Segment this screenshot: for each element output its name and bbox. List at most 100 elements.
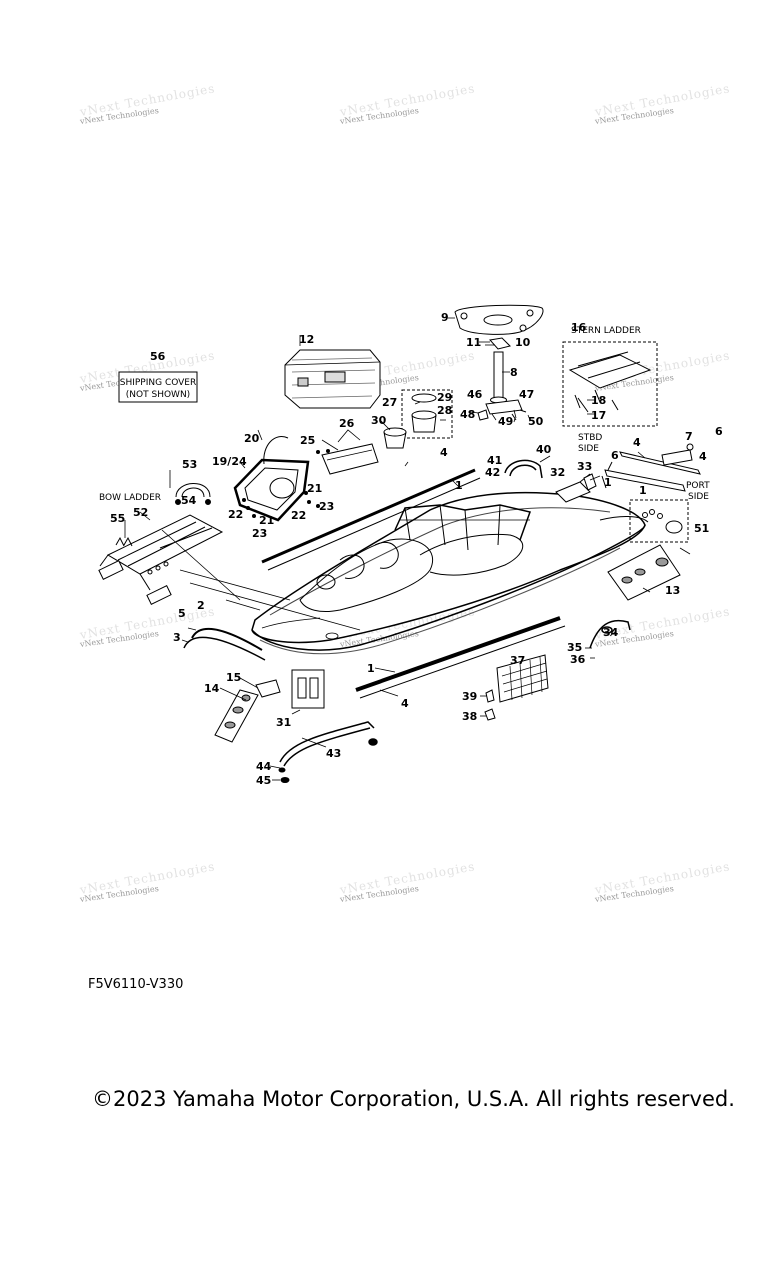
- part-12-cooler: [284, 349, 381, 409]
- callout-4d: 4: [401, 697, 409, 710]
- part-46-47-base: [485, 399, 523, 421]
- part-37-net: [496, 654, 549, 703]
- callout-47: 47: [519, 388, 534, 401]
- callout-48: 48: [460, 408, 475, 421]
- part-31-fitting: [291, 669, 325, 709]
- callout-12: 12: [299, 333, 314, 346]
- leader-lines: [124, 317, 691, 781]
- diagram-code: F5V6110-V330: [88, 977, 184, 992]
- port-side-label-1: PORT: [686, 481, 710, 491]
- callout-1d: 1: [367, 662, 375, 675]
- part-27-29-cupholder: [401, 389, 453, 439]
- part-9-plate: [454, 304, 544, 335]
- part-34-rail: [589, 619, 631, 649]
- callout-17: 17: [591, 409, 606, 422]
- part-20-cable: [263, 436, 289, 465]
- shipping-cover-line1: SHIPPING COVER: [120, 378, 197, 388]
- callout-4b: 4: [633, 436, 641, 449]
- callout-34: 34: [603, 626, 619, 639]
- callout-1c: 1: [639, 484, 647, 497]
- part-19-hatch: [233, 458, 310, 522]
- part-14-plate: [214, 689, 259, 743]
- callout-32: 32: [550, 466, 565, 479]
- callout-9: 9: [441, 311, 449, 324]
- callout-21a: 21: [307, 482, 322, 495]
- callout-6b: 6: [611, 449, 619, 462]
- part-25-26-tray: [321, 429, 379, 475]
- part-13-plate: [607, 544, 681, 601]
- callout-1b: 1: [604, 476, 612, 489]
- stbd-side-label-1: STBD: [578, 433, 602, 443]
- stbd-side-label-2: SIDE: [578, 444, 599, 454]
- callout-20: 20: [244, 432, 260, 445]
- callout-21b: 21: [259, 514, 274, 527]
- callout-3: 3: [173, 631, 181, 644]
- callout-4c: 4: [699, 450, 707, 463]
- callout-1a: 1: [455, 479, 463, 492]
- bow-ladder-label: BOW LADDER: [99, 493, 161, 503]
- callout-25: 25: [300, 434, 315, 447]
- callout-38: 38: [462, 710, 477, 723]
- callout-7: 7: [685, 430, 693, 443]
- part-30-cup: [383, 427, 407, 449]
- callout-31: 31: [276, 716, 291, 729]
- callout-55: 55: [110, 512, 125, 525]
- callout-26: 26: [339, 417, 355, 430]
- part-port-rail: [604, 461, 686, 492]
- fasteners-21-23: [242, 449, 330, 518]
- port-side-label-2: SIDE: [688, 492, 709, 502]
- shipping-cover-note: SHIPPING COVER (NOT SHOWN): [118, 371, 198, 403]
- callout-52: 52: [133, 506, 148, 519]
- callout-22b: 22: [228, 508, 243, 521]
- callout-46: 46: [467, 388, 483, 401]
- callout-19-24: 19/24: [212, 455, 247, 468]
- callout-23b: 23: [252, 527, 267, 540]
- callout-27: 27: [382, 396, 397, 409]
- callout-15: 15: [226, 671, 241, 684]
- callout-51: 51: [694, 522, 709, 535]
- part-55-clips: [115, 536, 133, 547]
- callout-56: 56: [150, 350, 166, 363]
- callout-18: 18: [591, 394, 606, 407]
- part-15-cleat: [255, 679, 281, 698]
- callout-28: 28: [437, 404, 452, 417]
- part-stbd-rail: [619, 443, 701, 475]
- callout-13: 13: [665, 584, 680, 597]
- part-33-bracket: [583, 473, 607, 491]
- callout-39: 39: [462, 690, 477, 703]
- callout-5: 5: [178, 607, 186, 620]
- callout-50: 50: [528, 415, 544, 428]
- rub-rails: [183, 468, 566, 699]
- callout-22a: 22: [291, 509, 306, 522]
- callout-2: 2: [197, 599, 205, 612]
- callout-41: 41: [487, 454, 502, 467]
- callout-53: 53: [182, 458, 197, 471]
- callout-49: 49: [498, 415, 513, 428]
- part-52-bow-ladder: [98, 514, 224, 605]
- callout-33: 33: [577, 460, 592, 473]
- callout-43: 43: [326, 747, 341, 760]
- part-38-39-clips: [484, 689, 496, 721]
- callout-40: 40: [536, 443, 552, 456]
- callout-44: 44: [256, 760, 272, 773]
- callout-8: 8: [510, 366, 518, 379]
- stern-ladder-label: STERN LADDER: [571, 326, 641, 336]
- part-10-11-cap: [485, 337, 511, 350]
- part-8-pedestal: [490, 351, 507, 404]
- callout-37: 37: [510, 654, 525, 667]
- part-51-hardware: [629, 499, 689, 543]
- callout-23a: 23: [319, 500, 334, 513]
- part-44-45-fasteners: [278, 767, 290, 783]
- callout-36: 36: [570, 653, 586, 666]
- shipping-cover-line2: (NOT SHOWN): [126, 390, 190, 400]
- part-40-rail: [504, 459, 543, 479]
- callout-35: 35: [567, 641, 582, 654]
- callout-11: 11: [466, 336, 481, 349]
- callout-numbers: 56 9 11 10 8 12 16 18 17 27 29 28 30 26 …: [110, 311, 723, 787]
- callout-4a: 4: [440, 446, 448, 459]
- part-53-54-handle: [175, 483, 211, 505]
- callout-14: 14: [204, 682, 220, 695]
- section-labels: STERN LADDER BOW LADDER STBD SIDE PORT S…: [99, 326, 710, 503]
- callout-29: 29: [437, 391, 452, 404]
